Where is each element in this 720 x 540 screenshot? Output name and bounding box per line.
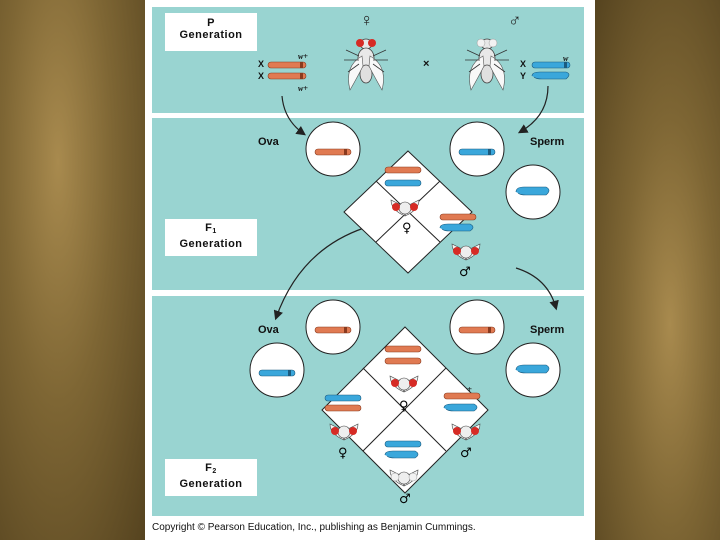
ova-label-f2: Ova	[258, 324, 279, 336]
f2-ova-w-circle	[249, 342, 305, 398]
f2-sperm-wplus-circle	[449, 299, 505, 355]
arrow-f1-to-sperm	[515, 267, 559, 311]
ova-label-f1: Ova	[258, 136, 279, 148]
allele-label: w+	[298, 52, 308, 61]
svg-text:♂: ♂	[460, 446, 472, 461]
f1-female-cell	[384, 166, 422, 217]
cross-symbol: ×	[423, 58, 430, 70]
svg-text:♀: ♀	[338, 446, 348, 461]
allele-label: w	[563, 54, 569, 63]
male-fly-p	[464, 38, 510, 91]
f2-sperm-y-circle	[505, 342, 561, 398]
allele-label: w+	[298, 84, 308, 93]
sperm-label-f1: Sperm	[530, 136, 565, 148]
f1-sperm-y-circle	[505, 164, 561, 220]
chromosome-x-label-1: X	[258, 59, 265, 69]
f1-female-symbol: ♀	[402, 221, 412, 236]
f1-ova-circle	[305, 121, 361, 177]
f2-right-cell: ♂	[443, 392, 481, 461]
p-female-chromosomes	[267, 61, 307, 80]
female-fly-p	[343, 38, 389, 91]
sperm-label-f2: Sperm	[530, 324, 565, 336]
svg-text:♀: ♀	[399, 399, 409, 414]
left-background	[0, 0, 145, 540]
f2-top-cell: ♀	[384, 345, 422, 414]
chromosome-x-label-male: X	[520, 59, 527, 69]
f2-punnett-square	[321, 326, 489, 494]
f1-male-symbol: ♂	[459, 265, 471, 280]
p-male-chromosomes	[531, 61, 571, 80]
f2-left-cell: ♀	[324, 394, 362, 461]
arrow-f1-to-ova	[273, 227, 365, 321]
f1-sperm-x-circle	[449, 121, 505, 177]
f2-bottom-cell: ♂	[384, 440, 422, 507]
f2-ova-wplus-circle	[305, 299, 361, 355]
f1-male-cell	[439, 213, 481, 261]
arrow-female-to-ova	[281, 95, 306, 136]
copyright-notice: Copyright © Pearson Education, Inc., pub…	[152, 522, 476, 533]
male-symbol-p: ♂	[508, 10, 522, 30]
chromosome-x-label-2: X	[258, 71, 265, 81]
right-background	[595, 0, 720, 540]
f1-generation-label: F1 Generation	[165, 219, 257, 256]
p-generation-label: P Generation	[165, 13, 257, 51]
svg-text:♂: ♂	[399, 492, 411, 507]
f2-generation-label: F2 Generation	[165, 459, 257, 496]
chromosome-y-label-male: Y	[520, 71, 527, 81]
female-symbol-p: ♀	[360, 10, 374, 30]
arrow-male-to-sperm	[517, 85, 549, 134]
